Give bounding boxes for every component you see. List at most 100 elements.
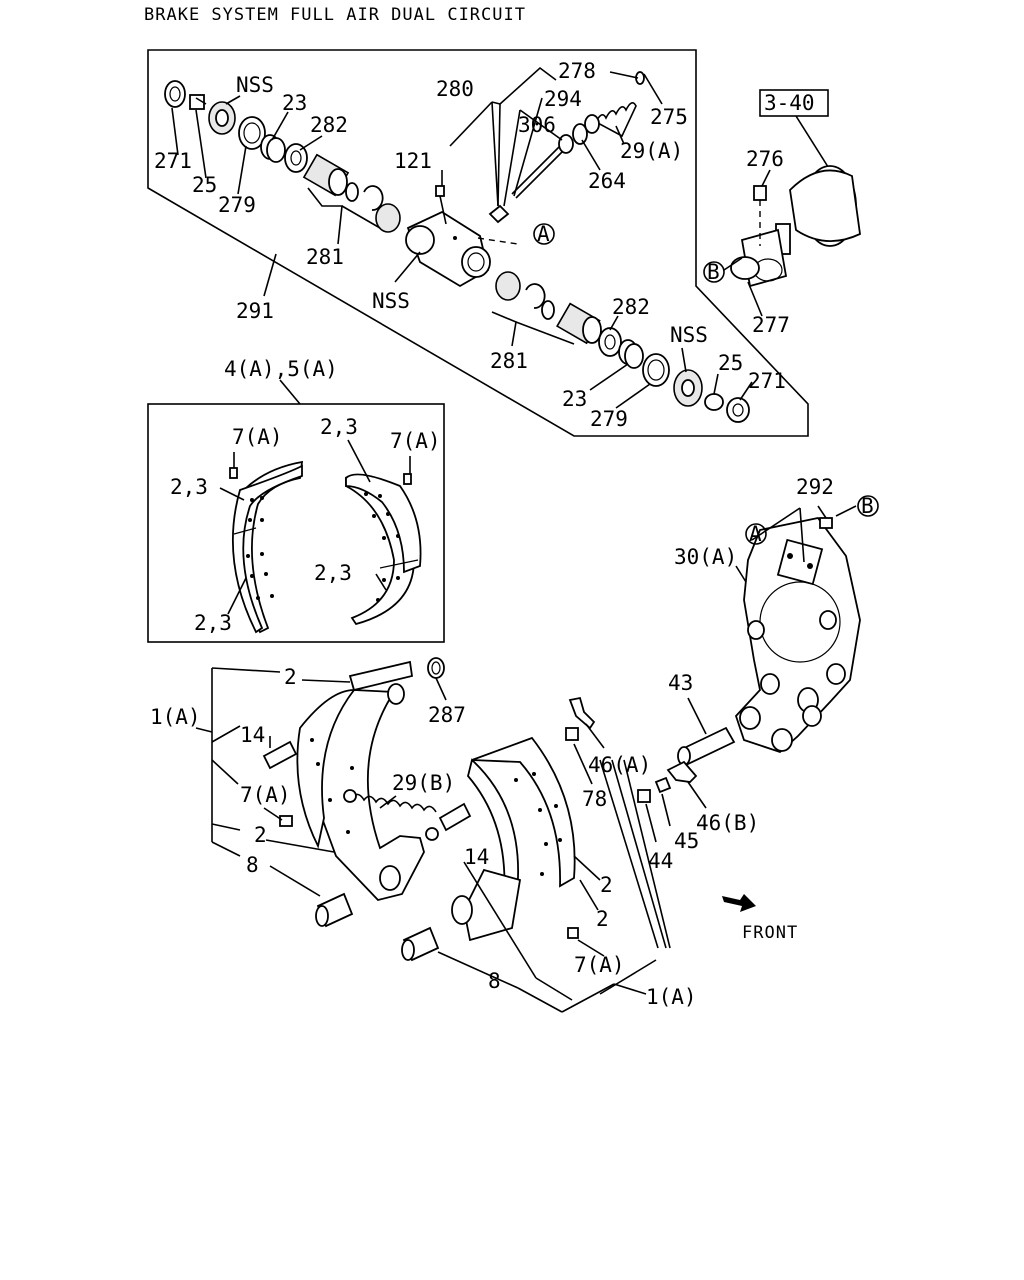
label-292: 292	[796, 475, 834, 499]
label-14-left: 14	[240, 723, 265, 747]
bolt-44	[637, 789, 657, 843]
grease-fitting-25-top	[189, 94, 207, 110]
label-nss-bottom: NSS	[670, 323, 708, 347]
label-29b: 29(B)	[392, 771, 455, 795]
label-front: FRONT	[742, 923, 798, 943]
label-45: 45	[674, 829, 699, 853]
spring-23-bottom	[618, 339, 644, 369]
part-labels: NSS 23 282 271 25 279 280 278 294 275 30…	[150, 59, 874, 1009]
washer-282-bottom	[598, 327, 622, 357]
label-294: 294	[544, 87, 582, 111]
bearing-281-bottom	[495, 271, 602, 345]
label-271-top: 271	[154, 149, 192, 173]
label-306: 306	[518, 113, 556, 137]
pin-14-left	[262, 740, 298, 770]
lining-kit-frame	[147, 379, 445, 643]
ref-marker-a-plate	[745, 523, 767, 545]
label-280: 280	[436, 77, 474, 101]
label-46b: 46(B)	[696, 811, 759, 835]
seal-nss-top	[208, 101, 236, 135]
leader-dash-a	[477, 237, 519, 245]
label-44: 44	[648, 849, 673, 873]
label-29a: 29(A)	[620, 139, 683, 163]
dust-cover-271-bottom	[726, 397, 750, 423]
label-277: 277	[752, 313, 790, 337]
label-282-top: 282	[310, 113, 348, 137]
label-282-bottom: 282	[612, 295, 650, 319]
label-279-bottom: 279	[590, 407, 628, 431]
label-lining-23-top: 2,3	[320, 415, 358, 439]
anchor-pin-43	[677, 697, 736, 766]
label-278: 278	[558, 59, 596, 83]
label-14-mid: 14	[464, 845, 489, 869]
front-arrow-icon	[722, 894, 756, 912]
brake-chamber-ref-3-40	[723, 89, 861, 317]
spring-29a	[584, 102, 637, 138]
label-43: 43	[668, 671, 693, 695]
right-lower-leaders	[599, 759, 671, 949]
ref-marker-a-top	[533, 223, 555, 245]
label-23-bottom: 23	[562, 387, 587, 411]
valve-280	[488, 204, 510, 224]
label-7a-left: 7(A)	[240, 783, 291, 807]
diagram-title: BRAKE SYSTEM FULL AIR DUAL CIRCUIT	[144, 5, 526, 25]
label-1a-bottom: 1(A)	[646, 985, 697, 1009]
label-2-top: 2	[284, 665, 297, 689]
brake-shoe-left	[296, 660, 425, 902]
label-7a-bottom: 7(A)	[574, 953, 625, 977]
bearing-281-top	[302, 153, 401, 233]
brake-shoe-right	[451, 736, 576, 942]
bushing-8-left	[315, 892, 354, 928]
camshaft-assembly-frame	[147, 49, 809, 437]
label-291: 291	[236, 299, 274, 323]
spring-23-top	[260, 134, 286, 163]
label-nss-mid: NSS	[372, 289, 410, 313]
backing-plate-30a	[734, 517, 861, 754]
label-ref-a-top: A	[537, 222, 550, 246]
label-8-bottom: 8	[488, 969, 501, 993]
pin-306	[511, 134, 574, 199]
label-lining-7a-left: 7(A)	[232, 425, 283, 449]
label-78: 78	[582, 787, 607, 811]
pin-14-right	[438, 802, 472, 832]
bolt-78	[565, 727, 593, 785]
bushing-279-top	[238, 116, 266, 150]
rivet-7a-right	[567, 927, 579, 939]
label-lining-23-bottom: 2,3	[194, 611, 232, 635]
bushing-279-bottom	[642, 353, 670, 387]
label-lining-7a-right: 7(A)	[390, 429, 441, 453]
grease-fitting-25-bottom	[704, 393, 724, 411]
label-2-left: 2	[254, 823, 267, 847]
label-25-top: 25	[192, 173, 217, 197]
label-25-bottom: 25	[718, 351, 743, 375]
dust-cover-271-top	[164, 80, 186, 108]
label-lining-23-right: 2,3	[314, 561, 352, 585]
washer-45	[654, 776, 672, 827]
label-4a-5a: 4(A),5(A)	[224, 357, 338, 381]
seal-nss-bottom	[673, 369, 703, 407]
label-2-r1: 2	[600, 873, 613, 897]
label-281-top: 281	[306, 245, 344, 269]
label-23-top: 23	[282, 91, 307, 115]
camshaft-bracket-nss	[405, 210, 491, 288]
ref-marker-b-chamber	[703, 261, 725, 283]
label-46a: 46(A)	[588, 753, 651, 777]
label-2-r2: 2	[596, 907, 609, 931]
label-ref-b-top: B	[707, 260, 720, 284]
lining-left	[229, 460, 304, 634]
grease-fitting-121	[435, 185, 447, 225]
plate-46b	[666, 760, 707, 809]
bolt-292	[817, 505, 833, 529]
label-275: 275	[650, 105, 688, 129]
ring-287	[427, 657, 445, 679]
ref-marker-b-plate	[857, 495, 879, 517]
plate-46a	[568, 696, 605, 749]
right-shoe-leaders	[437, 855, 657, 1013]
left-shoe-leaders	[195, 667, 447, 897]
spring-29b	[343, 789, 439, 841]
label-1a-left: 1(A)	[150, 705, 201, 729]
label-30a: 30(A)	[674, 545, 737, 569]
label-lining-23-left: 2,3	[170, 475, 208, 499]
top-assembly-leaders	[171, 66, 753, 409]
